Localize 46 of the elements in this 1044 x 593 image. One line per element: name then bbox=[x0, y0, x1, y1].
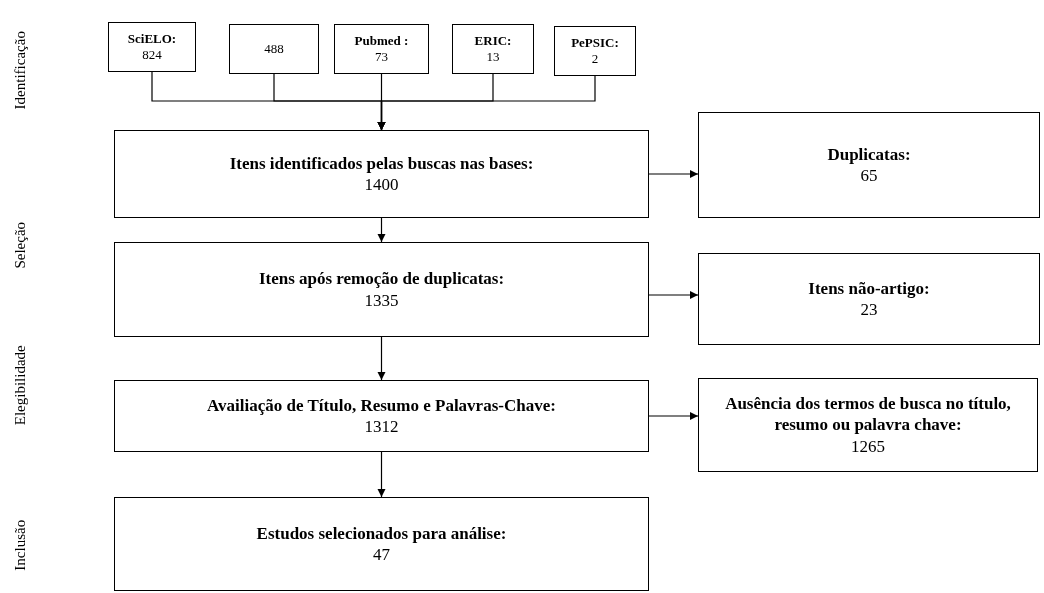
process-box bbox=[698, 112, 1040, 218]
arrow bbox=[377, 217, 386, 243]
box-heading: PePSIC: bbox=[571, 34, 619, 51]
box-heading: Pubmed : bbox=[354, 32, 409, 49]
arrow bbox=[648, 411, 699, 421]
process-box bbox=[108, 22, 196, 72]
box-heading: Itens não-artigo: bbox=[808, 277, 930, 299]
count-text: 1265 bbox=[851, 435, 885, 457]
stage-label: Seleção bbox=[10, 221, 29, 269]
box-heading: Duplicatas: bbox=[827, 143, 911, 165]
process-box bbox=[114, 497, 649, 591]
arrow bbox=[377, 451, 386, 498]
count-text: 65 bbox=[860, 165, 878, 187]
box-heading: Estudos selecionados para análise: bbox=[256, 522, 507, 544]
count-text: 2 bbox=[591, 51, 599, 68]
process-box bbox=[114, 380, 649, 452]
box-heading: Itens identificados pelas buscas nas bases: bbox=[229, 152, 534, 174]
count-text: 1335 bbox=[364, 289, 399, 311]
count-text: 824 bbox=[142, 47, 162, 64]
count-text: 1400 bbox=[364, 174, 399, 196]
process-box bbox=[114, 130, 649, 218]
count-text: 47 bbox=[373, 544, 390, 566]
arrow bbox=[648, 290, 699, 300]
arrow bbox=[377, 75, 596, 131]
process-box bbox=[698, 378, 1038, 472]
count-text: 73 bbox=[375, 49, 388, 66]
count-text: 488 bbox=[264, 40, 284, 58]
box-heading: SciELO: bbox=[127, 30, 177, 47]
process-box bbox=[452, 24, 534, 74]
count-text: 13 bbox=[486, 49, 500, 66]
stage-label: Inclusão bbox=[10, 519, 29, 571]
stage-label: Identificação bbox=[10, 30, 29, 110]
count-text: 1312 bbox=[364, 416, 399, 438]
process-box bbox=[554, 26, 636, 76]
process-box bbox=[698, 253, 1040, 345]
stage-label: Elegibilidade bbox=[10, 345, 29, 425]
process-box bbox=[334, 24, 429, 74]
box-heading: Availiação de Título, Resumo e Palavras-Chave: bbox=[207, 394, 556, 416]
box-heading: ERIC: bbox=[474, 32, 512, 49]
box-heading: Itens após remoção de duplicatas: bbox=[258, 268, 505, 290]
box-heading: Ausência dos termos de busca no título, resumo ou palavra chave: bbox=[724, 393, 1012, 436]
count-text: 23 bbox=[860, 299, 878, 321]
arrow bbox=[377, 336, 386, 381]
process-box bbox=[229, 24, 319, 74]
arrow bbox=[648, 169, 699, 179]
process-box bbox=[114, 242, 649, 337]
